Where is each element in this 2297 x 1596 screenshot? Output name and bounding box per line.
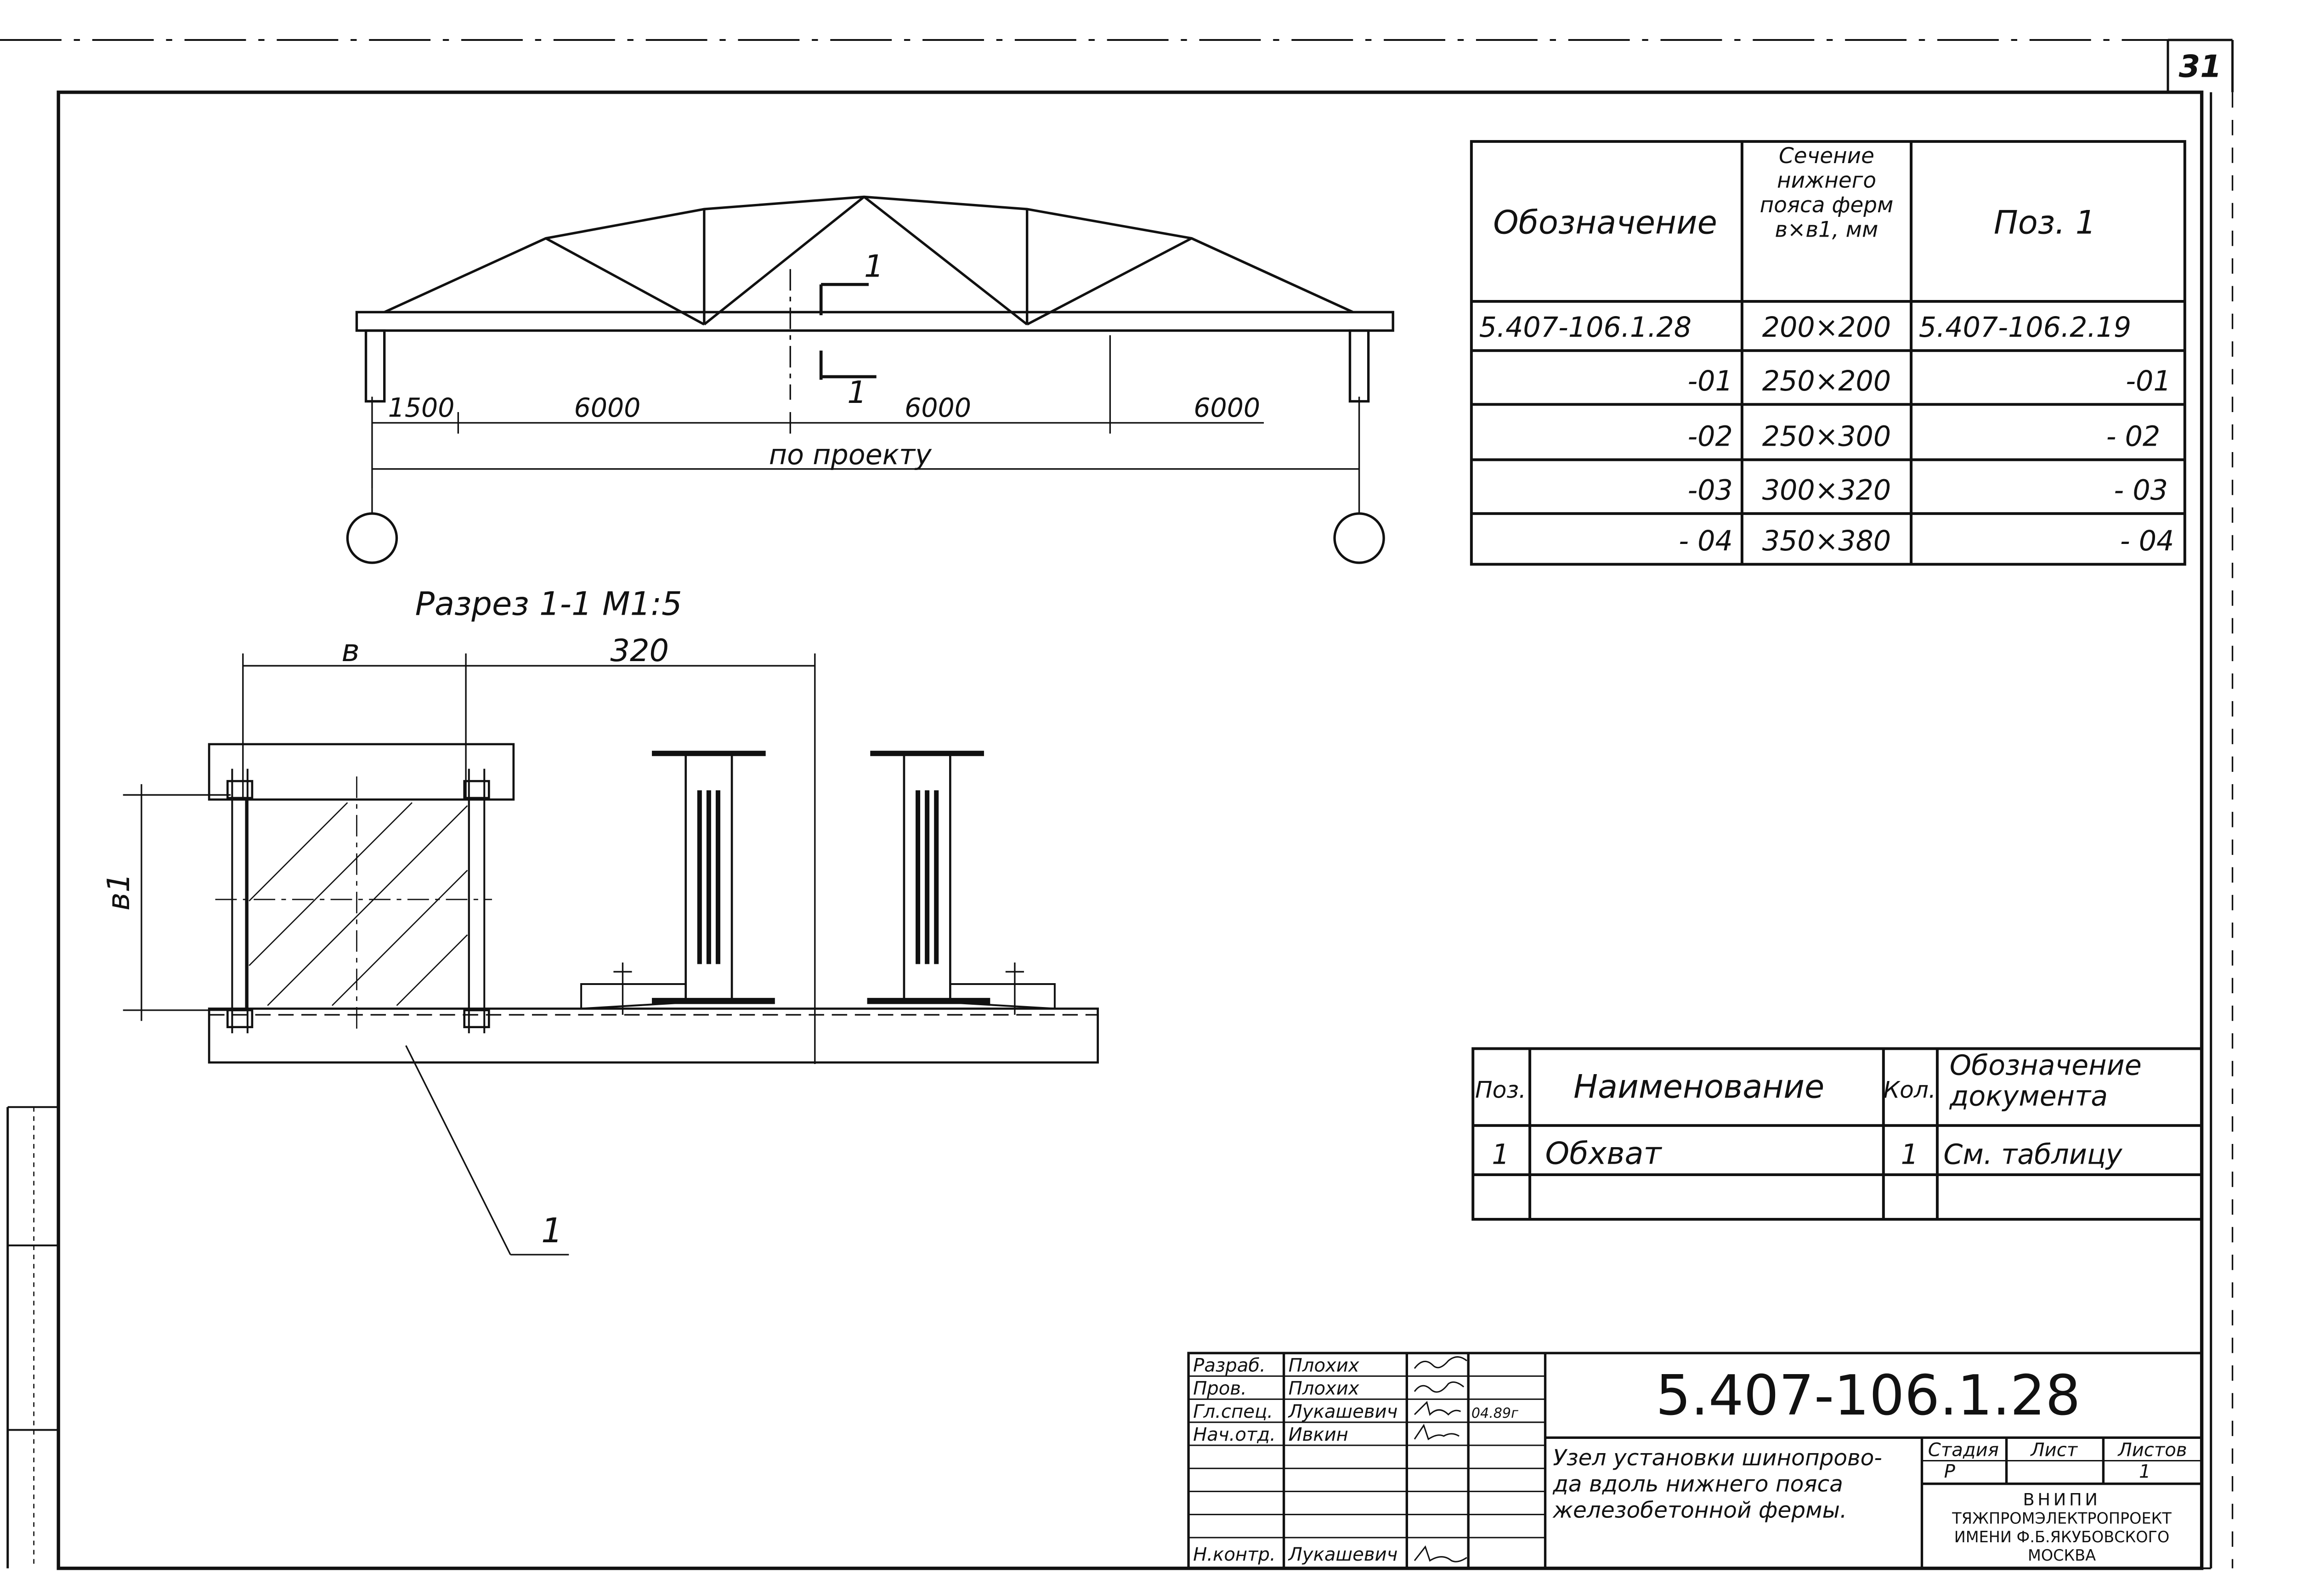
spec-header-qty: Кол. [1884,1076,1936,1104]
sig-name-1: Плохих [1289,1378,1360,1399]
variant-row-2-pos1: - 02 [2106,421,2161,453]
dim-6000-b: 6000 [905,393,971,423]
sig-role-2: Гл.спец. [1193,1401,1273,1422]
variant-row-4-section: 350×380 [1762,525,1891,557]
spec-row-0-pos: 1 [1492,1139,1509,1171]
description-line-1: Узел установки шинопрово- [1553,1445,1882,1471]
spec-row-0-document: См. таблицу [1943,1139,2123,1171]
variants-header-designation: Обозначение [1493,204,1717,242]
dim-6000-c: 6000 [1194,393,1260,423]
spec-header-document: Обозначение документа [1949,1052,2142,1114]
sig-role-1: Пров. [1193,1378,1247,1399]
sheet-label: Лист [2030,1439,2078,1460]
spec-row-0-qty: 1 [1901,1139,1918,1171]
sig-name-7: Лукашевич [1288,1544,1398,1565]
description-line-2: да вдоль нижнего пояса [1552,1471,1843,1497]
variants-header-section: Сечение нижнего пояса ферм в×в1, мм [1760,144,1894,243]
dim-1500: 1500 [388,393,455,423]
sig-name-0: Плохих [1289,1355,1360,1376]
variant-row-4-pos1: - 04 [2120,525,2174,557]
beam-hatch [249,802,468,1006]
sheets-value: 1 [2139,1461,2151,1482]
sheet-frame [0,39,2234,1570]
dim-6000-a: 6000 [574,393,641,423]
title-block [1187,1352,2203,1570]
stage-label: Стадия [1928,1439,1999,1460]
section-mark-bottom: 1 [847,374,867,410]
handwritten-signatures [1414,1356,1467,1562]
variant-row-3-section: 300×320 [1762,475,1891,507]
org-line-3: ИМЕНИ Ф.Б.ЯКУБОВСКОГО [1954,1528,2170,1546]
sig-date-2: 04.89г [1471,1405,1518,1421]
section-title: Разрез 1-1 М1:5 [415,585,682,623]
stage-value: Р [1944,1461,1956,1482]
variant-row-4-designation: - 04 [1679,525,1733,557]
sig-role-0: Разраб. [1193,1355,1266,1376]
spec-header-pos: Поз. [1475,1076,1526,1104]
sheet-number: 31 [2179,48,2222,84]
variant-row-1-designation: -01 [1687,365,1732,397]
variant-row-3-pos1: - 03 [2114,475,2168,507]
span-label: по проекту [769,439,932,471]
variant-row-2-designation: -02 [1687,421,1732,453]
variant-row-1-pos1: -01 [2126,365,2171,397]
variants-table [1470,140,2186,566]
variant-row-0-pos1: 5.407-106.2.19 [1919,311,2131,344]
org-line-4: МОСКВА [2028,1546,2096,1564]
variant-row-3-designation: -03 [1687,475,1732,507]
signature-names: Плохих Плохих Лукашевич Ивкин Лукашевич [1288,1355,1398,1565]
variant-row-0-designation: 5.407-106.1.28 [1479,311,1692,344]
spec-table [1471,1047,2203,1221]
truss-elevation [346,195,1394,564]
drawing-code: 5.407-106.1.28 [1656,1364,2081,1428]
org-line-2: ТЯЖПРОМЭЛЕКТРОПРОЕКТ [1952,1510,2172,1528]
callout-1: 1 [541,1211,563,1251]
dim-b1: в1 [101,873,136,911]
sig-name-2: Лукашевич [1288,1401,1398,1422]
dim-320: 320 [610,633,669,668]
section-drawing [123,653,1099,1256]
signature-roles: Разраб. Пров. Гл.спец. Нач.отд. Н.контр. [1193,1355,1276,1565]
sig-role-7: Н.контр. [1193,1544,1276,1565]
variant-row-1-section: 250×200 [1762,365,1891,397]
variant-row-0-section: 200×200 [1762,311,1891,344]
org-line-1: ВНИПИ [2023,1490,2100,1510]
sig-name-3: Ивкин [1289,1424,1348,1445]
spec-row-0-name: Обхват [1545,1136,1663,1172]
section-mark-top: 1 [864,248,884,284]
variants-header-pos1: Поз. 1 [1994,204,2096,242]
spec-header-name: Наименование [1573,1068,1824,1106]
dim-b: в [341,633,359,668]
variant-row-2-section: 250×300 [1762,421,1891,453]
sheets-label: Листов [2117,1439,2187,1460]
description-line-3: железобетонной фермы. [1552,1497,1847,1523]
sig-role-3: Нач.отд. [1193,1424,1276,1445]
